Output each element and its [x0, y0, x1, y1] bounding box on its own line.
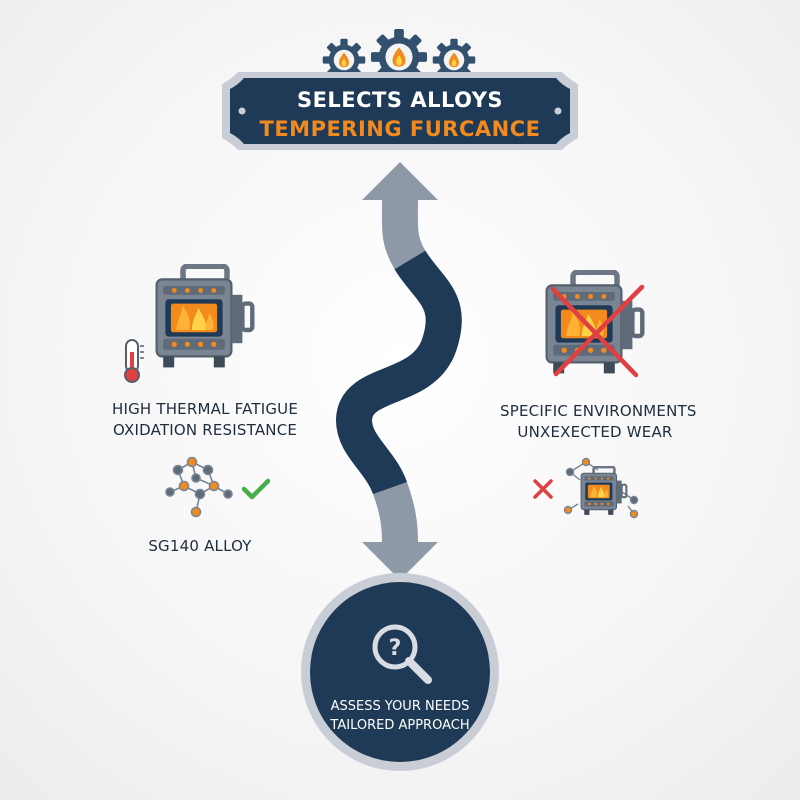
network-icon: [563, 457, 639, 519]
banner-title: SELECTS ALLOYS: [296, 88, 504, 112]
right-feature-label: SPECIFIC ENVIRONMENTS UNXEXECTED WEAR: [500, 401, 697, 443]
banner-subtitle: TEMPERING FURCANCE: [259, 117, 541, 141]
assess-line2: TAILORED APPROACH: [330, 718, 470, 733]
check-icon: [241, 478, 271, 500]
furnace-icon: [579, 466, 628, 517]
cross-icon: [550, 284, 645, 378]
right-feature-line1: SPECIFIC ENVIRONMENTS: [500, 402, 697, 420]
assess-badge: [301, 573, 499, 771]
assess-text: ASSESS YOUR NEEDS TAILORED APPROACH: [310, 697, 490, 735]
left-feature-line2: OXIDATION RESISTANCE: [112, 421, 298, 439]
title-banner: [222, 72, 578, 150]
assess-line1: ASSESS YOUR NEEDS: [330, 699, 470, 714]
left-feature-label: HIGH THERMAL FATIGUE OXIDATION RESISTANC…: [110, 399, 300, 441]
thermometer-icon: [124, 339, 144, 383]
winding-arrow: [335, 162, 462, 580]
right-feature-line2: UNXEXECTED WEAR: [517, 423, 673, 441]
magnifier-question-icon: ?: [372, 624, 432, 684]
alloy-label: SG140 ALLOY: [148, 537, 252, 555]
network-icon: [165, 456, 233, 518]
furnace-icon: [157, 266, 253, 367]
svg-text:?: ?: [389, 636, 402, 661]
furnace-icon: [547, 272, 643, 373]
cross-icon: [533, 479, 553, 499]
left-feature-line1: HIGH THERMAL FATIGUE: [111, 400, 299, 418]
